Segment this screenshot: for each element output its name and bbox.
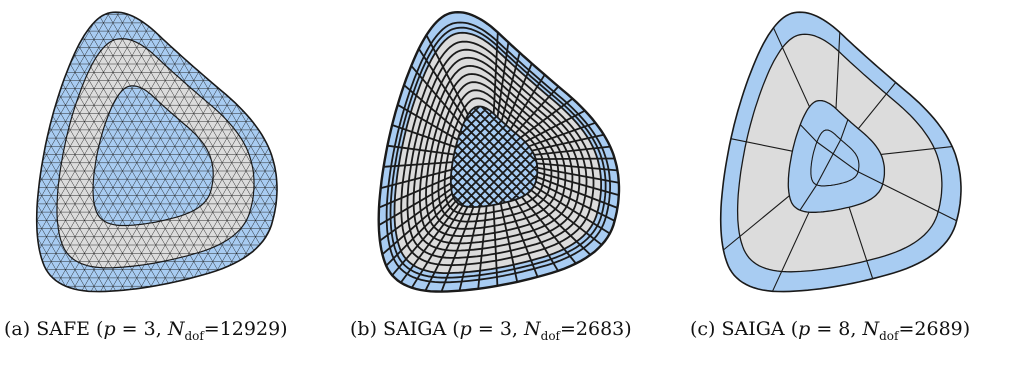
mesh-ring bbox=[385, 21, 611, 284]
mesh-radial bbox=[400, 203, 460, 284]
core-inner-ring bbox=[810, 129, 860, 187]
patch-radial bbox=[723, 195, 790, 251]
mesh-radial bbox=[391, 124, 456, 148]
mesh-radial bbox=[403, 84, 461, 134]
safe-triangular-mesh bbox=[35, 11, 278, 293]
core-cross bbox=[816, 139, 842, 186]
mesh-radial bbox=[530, 189, 603, 246]
patch-radial bbox=[730, 138, 793, 152]
patch-lines bbox=[723, 27, 957, 292]
core-spoke bbox=[799, 124, 818, 143]
mesh-radial bbox=[520, 97, 574, 139]
mesh-radial bbox=[380, 168, 452, 189]
outer-boundary bbox=[35, 11, 278, 293]
mesh-radial bbox=[440, 206, 475, 292]
triangle-grid bbox=[36, 12, 278, 292]
mesh-radial bbox=[425, 34, 469, 116]
caption-b: (b) SAIGA (p = 3, Ndof=2683) bbox=[350, 318, 632, 343]
mesh-radial bbox=[536, 176, 618, 209]
mesh-radial bbox=[533, 185, 611, 235]
mesh-radial bbox=[411, 205, 464, 289]
mesh-radial bbox=[514, 199, 559, 272]
mesh-radial bbox=[379, 187, 452, 242]
mesh-radial bbox=[535, 180, 616, 222]
core-grid bbox=[450, 106, 538, 208]
mesh-radial bbox=[521, 196, 577, 265]
patch-radial bbox=[880, 146, 953, 155]
patch-radial bbox=[882, 183, 957, 222]
mesh-radial bbox=[387, 144, 455, 156]
patch-radial bbox=[857, 82, 897, 130]
mesh-radial bbox=[496, 42, 510, 118]
mesh-radial bbox=[424, 206, 469, 292]
mesh-radial bbox=[537, 166, 619, 184]
mesh-ring bbox=[400, 40, 595, 267]
mesh-radial bbox=[505, 63, 533, 126]
core-spoke bbox=[857, 171, 883, 185]
mesh-radial bbox=[534, 145, 611, 156]
mesh-ring bbox=[393, 31, 602, 274]
mesh-radial bbox=[537, 171, 620, 196]
outer-boundary bbox=[719, 11, 962, 293]
core-spoke bbox=[799, 184, 818, 211]
mesh-radial bbox=[536, 162, 618, 172]
caption-a: (a) SAFE (p = 3, Ndof=12929) bbox=[4, 318, 288, 343]
patch-radial bbox=[848, 207, 874, 279]
mesh-radial bbox=[507, 201, 539, 278]
quad-grid bbox=[378, 21, 620, 292]
mesh-radial bbox=[535, 157, 615, 160]
core-boundary bbox=[787, 99, 886, 213]
outer-boundary bbox=[377, 10, 621, 293]
patch-radial bbox=[772, 27, 811, 108]
panel-b bbox=[342, 0, 684, 310]
mesh-radial bbox=[378, 182, 452, 226]
patch-radial bbox=[835, 32, 841, 109]
mesh-radial bbox=[492, 204, 499, 286]
middle-boundary bbox=[56, 38, 255, 269]
mesh-radial bbox=[458, 206, 481, 291]
core-spoke bbox=[840, 119, 849, 140]
mesh-radial bbox=[397, 104, 459, 141]
mesh-radial bbox=[531, 133, 604, 152]
patch-radial bbox=[772, 211, 810, 292]
mesh-radial bbox=[383, 161, 453, 168]
mesh-radial bbox=[528, 121, 596, 148]
mesh-radial bbox=[385, 197, 455, 267]
mesh-ring bbox=[412, 56, 581, 252]
panel-a bbox=[0, 0, 342, 310]
middle-boundary bbox=[736, 33, 943, 273]
mesh-ring bbox=[406, 48, 588, 259]
mesh-radial bbox=[514, 85, 560, 134]
mesh-radial bbox=[492, 32, 499, 114]
mesh-radial bbox=[499, 203, 519, 283]
mesh-radial bbox=[500, 52, 521, 122]
mesh-radial bbox=[418, 48, 467, 121]
mesh-radial bbox=[381, 192, 453, 255]
saiga-p8-mesh bbox=[719, 11, 962, 293]
mesh-ring bbox=[389, 26, 607, 279]
core-boundary bbox=[92, 85, 214, 227]
mesh-radial bbox=[526, 193, 592, 256]
caption-c: (c) SAIGA (p = 8, Ndof=2689) bbox=[690, 318, 971, 343]
core-cross bbox=[816, 141, 859, 173]
saiga-p3-mesh bbox=[377, 10, 621, 293]
mesh-radial bbox=[477, 205, 488, 289]
mesh-radial bbox=[524, 109, 586, 143]
mesh-radial bbox=[378, 175, 452, 209]
panel-c bbox=[684, 0, 1027, 310]
mesh-radial bbox=[509, 74, 546, 130]
mesh-ring bbox=[418, 65, 574, 245]
mesh-radial bbox=[410, 65, 464, 127]
mesh-radial bbox=[391, 200, 457, 276]
